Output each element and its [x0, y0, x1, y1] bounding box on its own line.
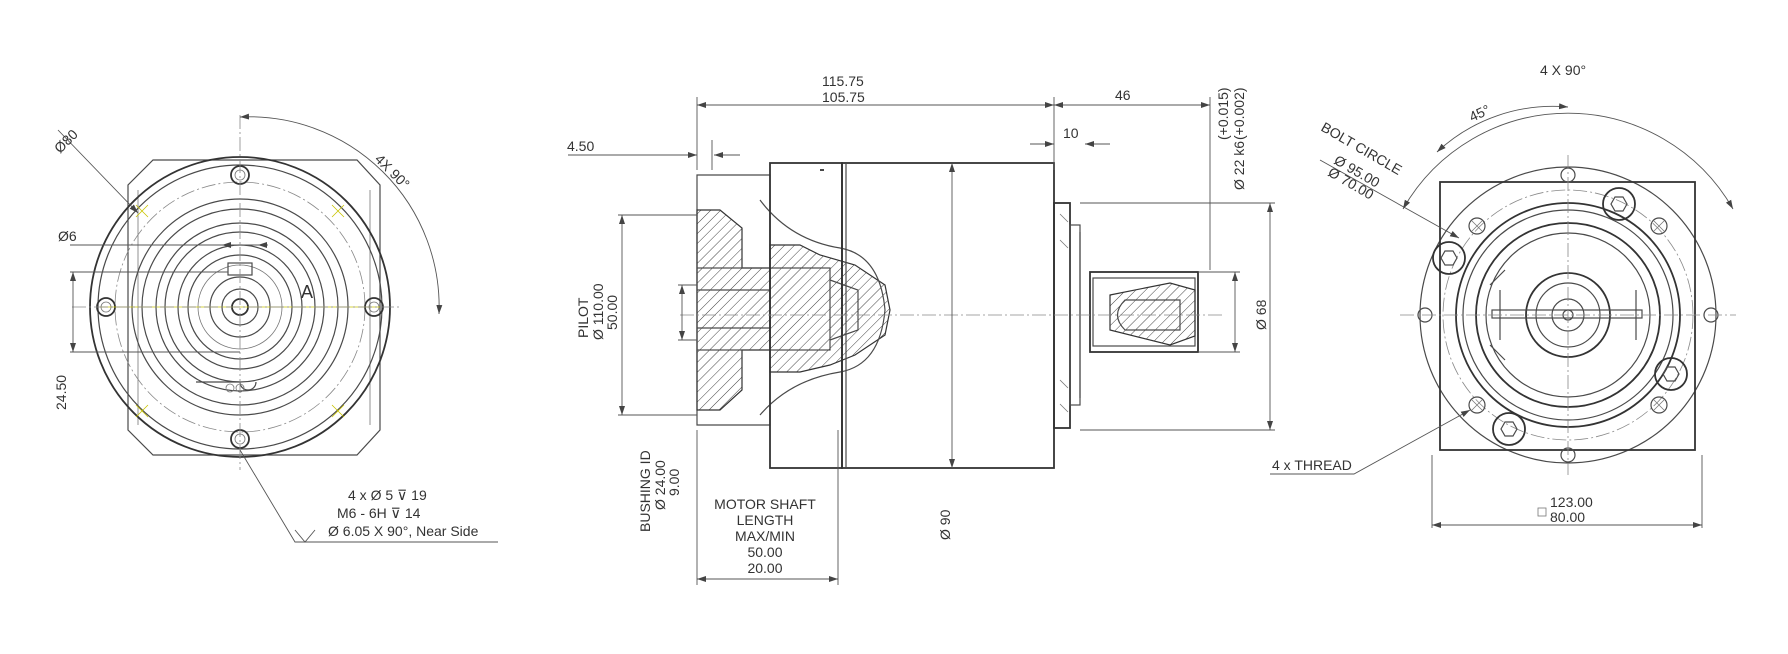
side-pilot-label: PILOT [575, 297, 591, 338]
front-square-flange [127, 159, 381, 456]
side-dim-10: 10 [1063, 125, 1079, 141]
front-dia-80: Ø80 [51, 126, 81, 156]
side-pilot-50: 50.00 [604, 295, 620, 330]
side-bushing-9: 9.00 [666, 469, 682, 496]
side-dia-90: Ø 90 [937, 509, 953, 540]
rear-square-123: 123.00 [1550, 494, 1593, 510]
side-view: 115.75 105.75 46 10 4.50 (+0.015) (+0.00… [567, 73, 1275, 585]
front-dia-6: Ø6 [58, 228, 77, 244]
side-motor-shaft-3: MAX/MIN [735, 528, 795, 544]
front-hole-note-2: M6 - 6H ⊽ 14 [337, 505, 421, 521]
rear-view: 4 X 90° 45° BOLT CIRCLE Ø 95.00 Ø 70.00 … [1270, 62, 1736, 528]
side-dia-68: Ø 68 [1253, 299, 1269, 330]
side-motor-shaft-1: MOTOR SHAFT [714, 496, 816, 512]
side-bushing-24: Ø 24.00 [652, 460, 668, 510]
side-dim-46: 46 [1115, 87, 1131, 103]
side-shaft-dia: Ø 22 k6 [1231, 141, 1247, 190]
side-shaft-fit-top: (+0.015) [1215, 87, 1231, 140]
front-view: Ø80 Ø6 4X 90° 24.50 A 4 x Ø 5 ⊽ 19 M6 - … [51, 113, 498, 543]
front-dim-24-50: 24.50 [53, 375, 69, 410]
side-bushing-label: BUSHING ID [637, 450, 653, 532]
side-motor-shaft-5: 20.00 [747, 560, 782, 576]
rear-angle-45: 45° [1467, 101, 1493, 124]
rear-thread-note: 4 x THREAD [1272, 457, 1352, 473]
side-len-105-75: 105.75 [822, 89, 865, 105]
rear-square-80: 80.00 [1550, 509, 1585, 525]
side-motor-shaft-2: LENGTH [737, 512, 794, 528]
side-dim-4-50: 4.50 [567, 138, 594, 154]
front-hole-note-1: 4 x Ø 5 ⊽ 19 [348, 487, 427, 503]
side-output-shaft [1089, 271, 1199, 353]
side-output-flange [1053, 202, 1071, 429]
side-pilot-110: Ø 110.00 [590, 283, 606, 340]
side-motor-shaft-4: 50.00 [747, 544, 782, 560]
side-len-115-75: 115.75 [822, 73, 864, 89]
rear-angle-4x90: 4 X 90° [1540, 62, 1586, 78]
front-hole-note-3: Ø 6.05 X 90°, Near Side [328, 523, 479, 539]
front-angle-4x90: 4X 90° [372, 151, 413, 192]
side-shaft-fit-bottom: (+0.002) [1231, 87, 1247, 140]
front-section-mark: A [301, 282, 313, 302]
side-adapter-section [696, 209, 771, 411]
